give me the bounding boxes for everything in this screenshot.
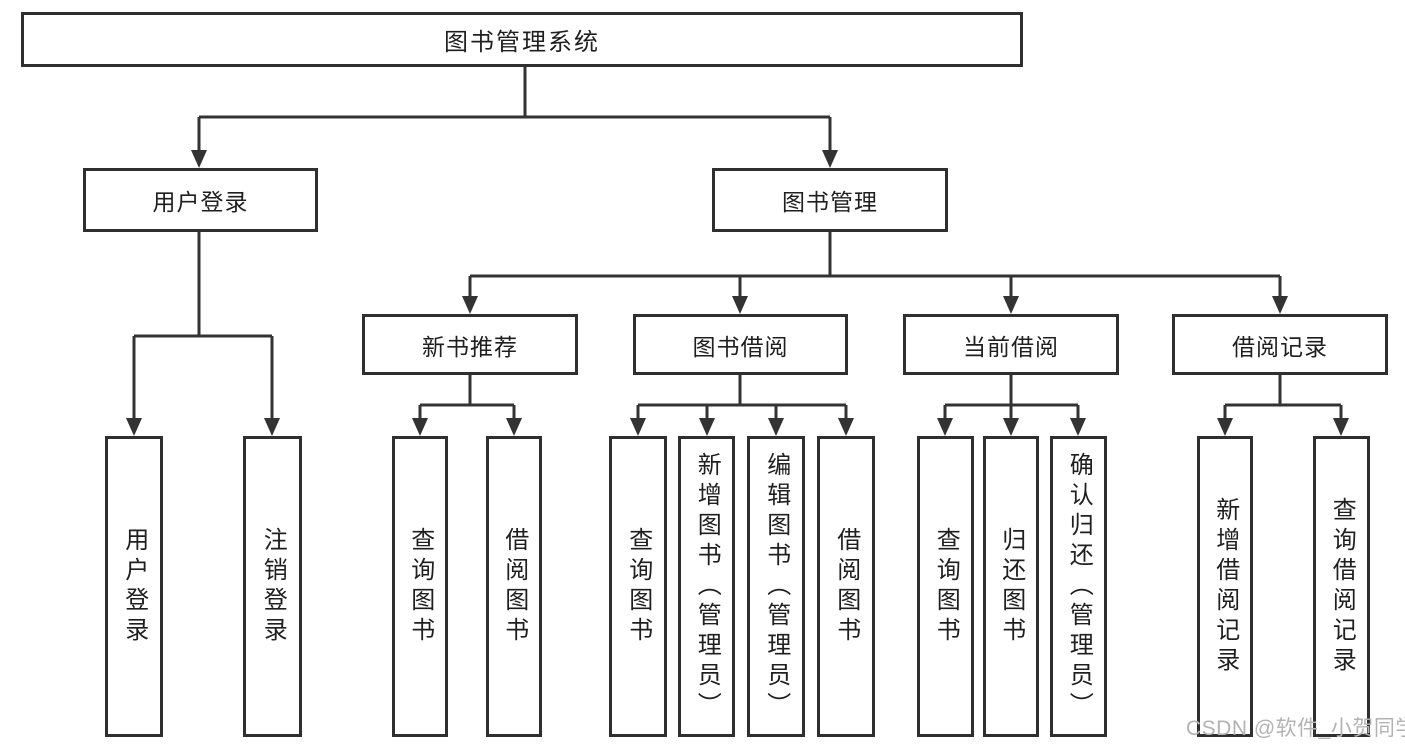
leaf-borrowing-query-books-label: 查询图书: [624, 526, 652, 647]
leaf-borrowing-borrow-books-label: 借阅图书: [832, 526, 860, 647]
leaf-newbook-borrow-books: 借阅图书: [486, 436, 542, 737]
node-root-label: 图书管理系统: [444, 29, 600, 56]
node-borrow-records-label: 借阅记录: [1232, 333, 1328, 360]
node-borrow-records: 借阅记录: [1172, 314, 1388, 375]
node-user-login-label: 用户登录: [152, 189, 249, 215]
node-new-book-recommend: 新书推荐: [362, 314, 578, 375]
leaf-newbook-query-books: 查询图书: [392, 436, 448, 737]
node-book-borrowing-label: 图书借阅: [692, 333, 789, 360]
node-book-management-label: 图书管理: [782, 189, 878, 215]
leaf-user-login-label: 用户登录: [120, 526, 148, 647]
node-root: 图书管理系统: [21, 12, 1023, 67]
node-book-management: 图书管理: [712, 168, 948, 232]
leaf-current-query-books-label: 查询图书: [932, 526, 960, 647]
node-book-borrowing: 图书借阅: [633, 314, 848, 375]
leaf-logout: 注销登录: [243, 436, 302, 737]
leaf-current-return-books: 归还图书: [983, 436, 1039, 737]
leaf-records-add-record-label: 新增借阅记录: [1211, 496, 1239, 677]
node-user-login: 用户登录: [83, 168, 318, 232]
leaf-logout-label: 注销登录: [259, 526, 287, 647]
leaf-records-query-record: 查询借阅记录: [1313, 436, 1370, 737]
node-current-borrowing-label: 当前借阅: [963, 333, 1059, 360]
leaf-newbook-query-books-label: 查询图书: [406, 526, 434, 647]
leaf-current-confirm-return-label: 确认归还（管理员）: [1065, 451, 1093, 722]
leaf-borrowing-edit-books-label: 编辑图书（管理员）: [762, 451, 790, 722]
leaf-borrowing-add-books: 新增图书（管理员）: [678, 436, 735, 737]
leaf-borrowing-add-books-label: 新增图书（管理员）: [693, 451, 721, 722]
leaf-borrowing-query-books: 查询图书: [609, 436, 667, 737]
node-new-book-recommend-label: 新书推荐: [422, 333, 518, 360]
leaf-borrowing-borrow-books: 借阅图书: [817, 436, 875, 737]
leaf-records-add-record: 新增借阅记录: [1197, 436, 1253, 737]
leaf-current-query-books: 查询图书: [917, 436, 974, 737]
leaf-newbook-borrow-books-label: 借阅图书: [500, 526, 528, 647]
leaf-borrowing-edit-books: 编辑图书（管理员）: [747, 436, 805, 737]
node-current-borrowing: 当前借阅: [903, 314, 1119, 375]
leaf-current-return-books-label: 归还图书: [997, 526, 1025, 647]
leaf-user-login: 用户登录: [105, 436, 163, 737]
watermark: CSDN @软件_小贺同学: [1186, 717, 1405, 740]
leaf-current-confirm-return: 确认归还（管理员）: [1050, 436, 1107, 737]
leaf-records-query-record-label: 查询借阅记录: [1328, 496, 1356, 677]
